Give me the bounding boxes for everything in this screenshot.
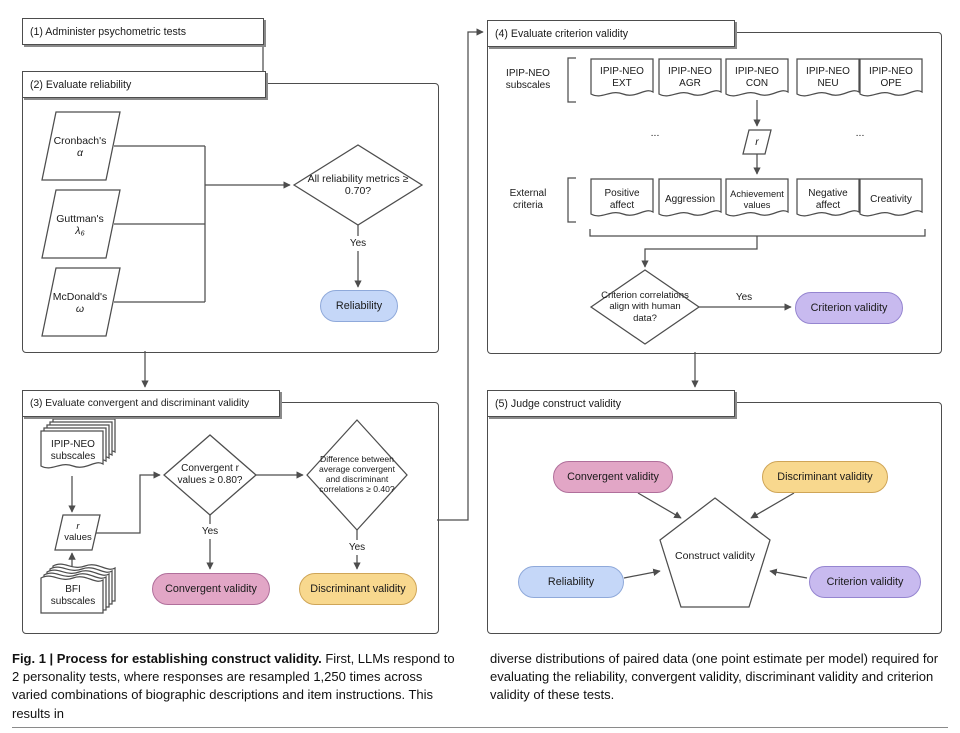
card-aggression: Aggression <box>664 194 716 206</box>
connector-step3-to-step4 <box>437 28 484 521</box>
r-correlation-parallelogram <box>742 129 772 155</box>
discriminant-decision-diamond <box>306 419 408 531</box>
cronbach-name: Cronbach's <box>53 134 107 147</box>
card-ipip-agr: IPIP-NEO AGR <box>668 66 712 89</box>
connector-bracket-to-diamond4 <box>641 236 758 268</box>
card-positive-affect: Positive affect <box>604 188 640 211</box>
discriminant-decision-text: Difference between average convergent an… <box>319 454 395 494</box>
bracket-bottom <box>589 229 926 237</box>
step4-header: (4) Evaluate criterion validity <box>487 20 735 47</box>
criterion-yes-label: Yes <box>730 291 758 305</box>
guttman-parallelogram <box>41 189 121 259</box>
reliability-decision-text: All reliability metrics ≥ 0.70? <box>307 172 409 197</box>
discriminant-yes-label: Yes <box>343 540 371 555</box>
bfi-stack-label: BFI subscales <box>50 584 96 607</box>
cronbach-symbol: α <box>77 147 83 159</box>
card-creativity: Creativity <box>870 194 912 206</box>
connector-discriminant-to-pentagon <box>750 492 795 519</box>
figure-caption-title: Fig. 1 | Process for establishing constr… <box>12 651 322 666</box>
connectors <box>68 28 926 579</box>
connector-rvalues-to-diamond1 <box>96 471 161 534</box>
mcdonald-label: McDonald's ω <box>44 274 116 332</box>
card-ipip-ext: IPIP-NEO EXT <box>600 66 644 89</box>
card-ipip-ope: IPIP-NEO OPE <box>869 66 913 89</box>
r-values-word: values <box>64 532 92 543</box>
bracket-subscales <box>567 57 576 103</box>
connector-criterion-to-pentagon <box>769 568 808 579</box>
bracket-criteria <box>567 177 576 223</box>
step3-header: (3) Evaluate convergent and discriminant… <box>22 390 280 417</box>
bottom-divider <box>12 727 948 728</box>
construct-validity-pentagon <box>659 497 771 608</box>
card-ipip-con: IPIP-NEO CON <box>735 66 779 89</box>
judge-reliability-pill: Reliability <box>518 566 624 598</box>
shapes <box>40 58 923 614</box>
convergent-validity-pill: Convergent validity <box>152 573 270 605</box>
mcdonald-name: McDonald's <box>52 290 108 303</box>
judge-discriminant-pill: Discriminant validity <box>762 461 888 493</box>
connector-convergent-to-pentagon <box>637 492 682 519</box>
criterion-decision-diamond <box>589 269 701 345</box>
guttman-label: Guttman's λ₆ <box>44 196 116 254</box>
step5-label: (5) Judge construct validity <box>495 397 622 410</box>
ipip-stack-label: IPIP-NEO subscales <box>50 439 96 462</box>
convergent-yes-label: Yes <box>196 524 224 539</box>
guttman-name: Guttman's <box>56 212 104 225</box>
reliability-decision-diamond <box>292 144 424 226</box>
guttman-symbol: λ₆ <box>75 225 85 237</box>
step1-label: (1) Administer psychometric tests <box>30 25 187 38</box>
reliability-pill: Reliability <box>320 290 398 322</box>
mcdonald-parallelogram <box>41 267 121 337</box>
step3-label: (3) Evaluate convergent and discriminant… <box>30 398 250 409</box>
ipip-neo-subscales-row-label: IPIP-NEO subscales <box>505 68 551 91</box>
mcdonald-symbol: ω <box>75 303 85 315</box>
figure-caption-left: Fig. 1 | Process for establishing constr… <box>12 650 455 723</box>
r-values-label: r values <box>57 517 99 547</box>
external-criteria-row-label: External criteria <box>509 188 547 211</box>
ellipsis-left: ... <box>650 126 660 139</box>
cronbach-label: Cronbach's α <box>44 118 116 176</box>
step5-header: (5) Judge construct validity <box>487 390 735 417</box>
criterion-validity-pill: Criterion validity <box>795 292 903 324</box>
figure-caption-left-body: First, LLMs respond to 2 personality tes… <box>12 651 455 721</box>
cronbach-parallelogram <box>41 111 121 181</box>
convergent-decision-diamond <box>163 434 257 516</box>
reliability-yes-label: Yes <box>344 236 372 251</box>
step2-label: (2) Evaluate reliability <box>30 78 132 91</box>
judge-convergent-pill: Convergent validity <box>553 461 673 493</box>
card-ipip-neu: IPIP-NEO NEU <box>806 66 850 89</box>
construct-validity-label: Construct validity <box>675 549 755 562</box>
ellipsis-right: ... <box>855 126 865 139</box>
r-values-symbol: r <box>76 520 80 532</box>
card-achievement-values: Achievement values <box>730 189 784 210</box>
card-negative-affect: Negative affect <box>808 188 848 211</box>
step4-label: (4) Evaluate criterion validity <box>495 27 629 40</box>
connector-reliability-to-pentagon <box>623 568 661 579</box>
convergent-decision-text: Convergent r values ≥ 0.80? <box>177 463 243 486</box>
reliability-collector-lines <box>114 145 206 303</box>
criterion-decision-text: Criterion correlations align with human … <box>601 290 689 324</box>
discriminant-validity-pill: Discriminant validity <box>299 573 417 605</box>
step1-header: (1) Administer psychometric tests <box>22 18 264 45</box>
judge-criterion-pill: Criterion validity <box>809 566 921 598</box>
r-correlation-label: r <box>755 135 759 148</box>
step2-header: (2) Evaluate reliability <box>22 71 266 98</box>
r-values-parallelogram <box>54 514 101 551</box>
figure-caption-right: diverse distributions of paired data (on… <box>490 651 939 703</box>
